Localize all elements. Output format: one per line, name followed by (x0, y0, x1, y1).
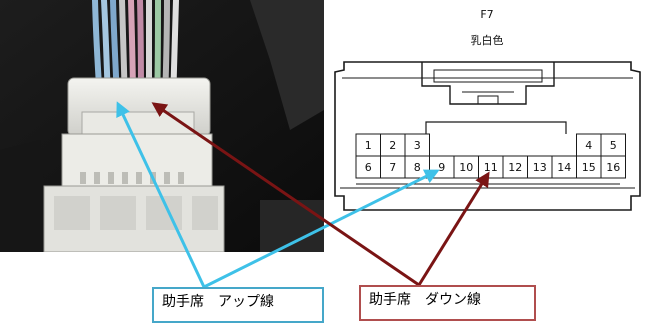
pin-1: 1 (365, 139, 372, 152)
pin-16: 16 (606, 161, 620, 174)
pin-11: 11 (484, 161, 498, 174)
pin-4: 4 (585, 139, 592, 152)
connector-photo-drawing (0, 0, 324, 252)
pin-7: 7 (389, 161, 396, 174)
pin-6: 6 (365, 161, 372, 174)
passenger-down-wire-label: 助手席 ダウン線 (359, 285, 536, 321)
connector-id: F7 (480, 8, 493, 21)
pin-10: 10 (459, 161, 473, 174)
connector-photo (0, 0, 324, 252)
pin-13: 13 (533, 161, 547, 174)
pin-16-cell (600, 155, 626, 179)
pin-15: 15 (582, 161, 596, 174)
connector-color-label: 乳白色 (471, 33, 504, 47)
pin-5: 5 (610, 139, 617, 152)
pin-2: 2 (389, 139, 396, 152)
pin-14: 14 (557, 161, 571, 174)
pin-12: 12 (508, 161, 522, 174)
pin-3: 3 (414, 139, 421, 152)
pin-9: 9 (438, 161, 445, 174)
passenger-up-wire-label: 助手席 アップ線 (152, 287, 324, 323)
pin-8: 8 (414, 161, 421, 174)
